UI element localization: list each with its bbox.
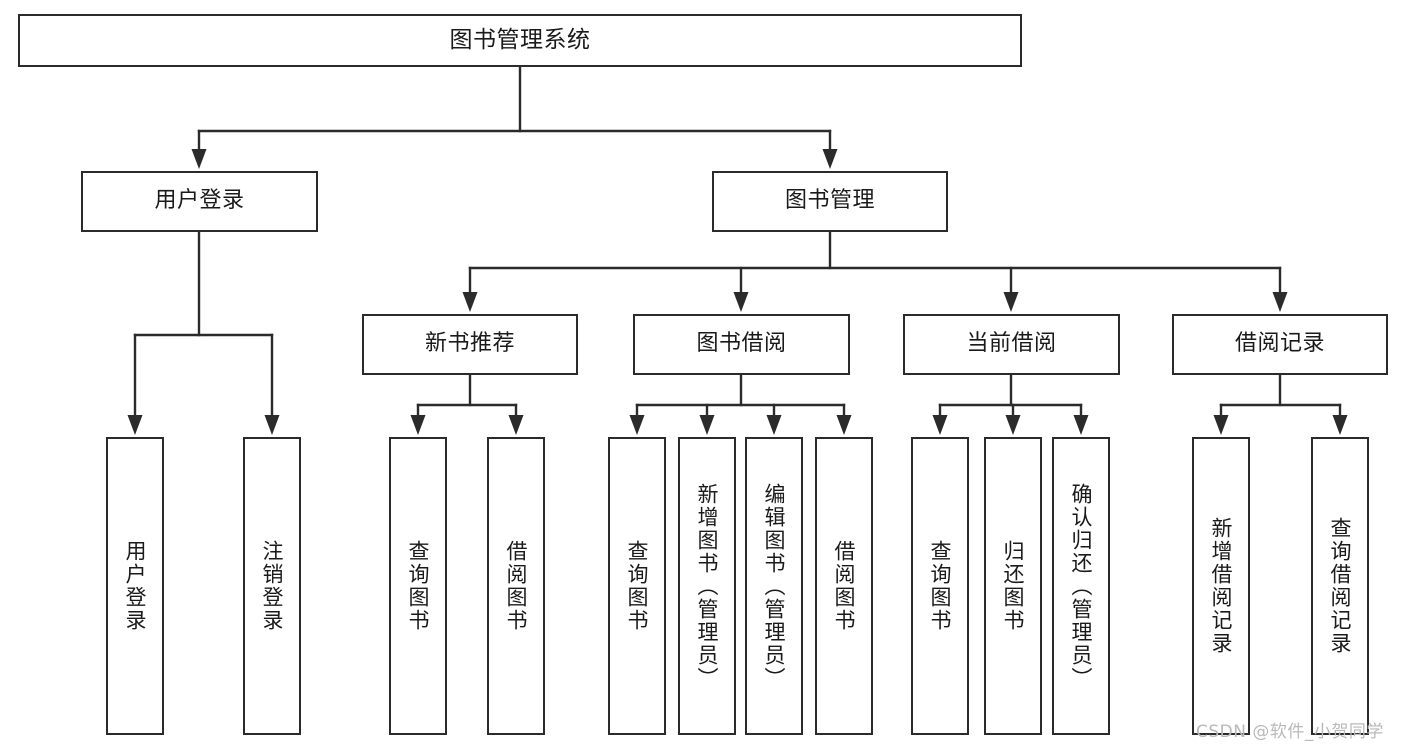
node-label: 借阅图书	[832, 540, 857, 632]
arrowhead-bus-root-0	[191, 149, 207, 169]
arrowhead-bus-borrow-record-17	[1213, 415, 1229, 435]
arrowhead-bus-book-borrow-12	[766, 415, 782, 435]
arrowhead-bus-book-manage-5	[733, 292, 749, 312]
node-label: 查询借阅记录	[1328, 517, 1353, 655]
node-label: 用户登录	[123, 540, 148, 632]
node-label: 图书管理	[784, 188, 875, 214]
node-label: 图书管理系统	[449, 26, 591, 53]
node-user-login[interactable]: 用户登录	[81, 171, 318, 232]
arrowhead-bus-book-borrow-10	[629, 415, 645, 435]
node-label: 新书推荐	[424, 331, 515, 357]
arrowhead-bus-new-book-rec-9	[508, 415, 524, 435]
node-leaf-user-logout[interactable]: 注销登录	[243, 437, 301, 735]
node-leaf-add-book[interactable]: 新增图书（管理员）	[678, 437, 736, 735]
arrowhead-bus-new-book-rec-8	[410, 415, 426, 435]
arrowhead-bus-current-borrow-16	[1073, 415, 1089, 435]
node-label: 归还图书	[1001, 540, 1026, 632]
node-book-manage[interactable]: 图书管理	[712, 171, 948, 232]
node-borrow-record[interactable]: 借阅记录	[1172, 314, 1388, 375]
arrowhead-bus-book-manage-6	[1003, 292, 1019, 312]
node-new-book-rec[interactable]: 新书推荐	[362, 314, 578, 375]
node-label: 当前借阅	[966, 331, 1057, 357]
node-label: 新增图书（管理员）	[695, 482, 720, 690]
node-leaf-user-login[interactable]: 用户登录	[106, 437, 164, 735]
node-leaf-query-book-2[interactable]: 查询图书	[608, 437, 666, 735]
node-label: 新增借阅记录	[1209, 517, 1234, 655]
node-label: 注销登录	[260, 540, 285, 632]
node-leaf-query-book-3[interactable]: 查询图书	[911, 437, 969, 735]
node-leaf-add-record[interactable]: 新增借阅记录	[1192, 437, 1250, 735]
node-current-borrow[interactable]: 当前借阅	[903, 314, 1120, 375]
node-root[interactable]: 图书管理系统	[18, 14, 1022, 67]
arrowhead-bus-current-borrow-15	[1005, 415, 1021, 435]
arrowhead-bus-book-manage-4	[462, 292, 478, 312]
node-leaf-borrow-book-2[interactable]: 借阅图书	[815, 437, 873, 735]
arrowhead-bus-user-login-3	[264, 415, 280, 435]
node-label: 借阅图书	[504, 540, 529, 632]
node-leaf-query-book-1[interactable]: 查询图书	[389, 437, 447, 735]
arrowhead-bus-book-borrow-13	[836, 415, 852, 435]
arrowhead-bus-book-borrow-11	[699, 415, 715, 435]
node-book-borrow[interactable]: 图书借阅	[633, 314, 850, 375]
node-leaf-return-book[interactable]: 归还图书	[984, 437, 1042, 735]
arrowhead-bus-root-1	[822, 149, 838, 169]
node-label: 编辑图书（管理员）	[762, 482, 787, 690]
node-label: 图书借阅	[696, 331, 787, 357]
arrowhead-bus-book-manage-7	[1272, 292, 1288, 312]
arrowhead-bus-current-borrow-14	[932, 415, 948, 435]
node-label: 确认归还（管理员）	[1069, 482, 1094, 690]
node-leaf-edit-book[interactable]: 编辑图书（管理员）	[745, 437, 803, 735]
node-label: 用户登录	[154, 188, 245, 214]
node-leaf-borrow-book-1[interactable]: 借阅图书	[487, 437, 545, 735]
node-label: 借阅记录	[1234, 331, 1325, 357]
csdn-watermark: CSDN @软件_小贺同学	[1196, 722, 1384, 742]
node-leaf-confirm-return[interactable]: 确认归还（管理员）	[1052, 437, 1110, 735]
node-label: 查询图书	[625, 540, 650, 632]
node-label: 查询图书	[406, 540, 431, 632]
node-leaf-query-record[interactable]: 查询借阅记录	[1311, 437, 1369, 735]
arrowhead-bus-user-login-2	[127, 415, 143, 435]
arrowhead-bus-borrow-record-18	[1332, 415, 1348, 435]
node-label: 查询图书	[928, 540, 953, 632]
